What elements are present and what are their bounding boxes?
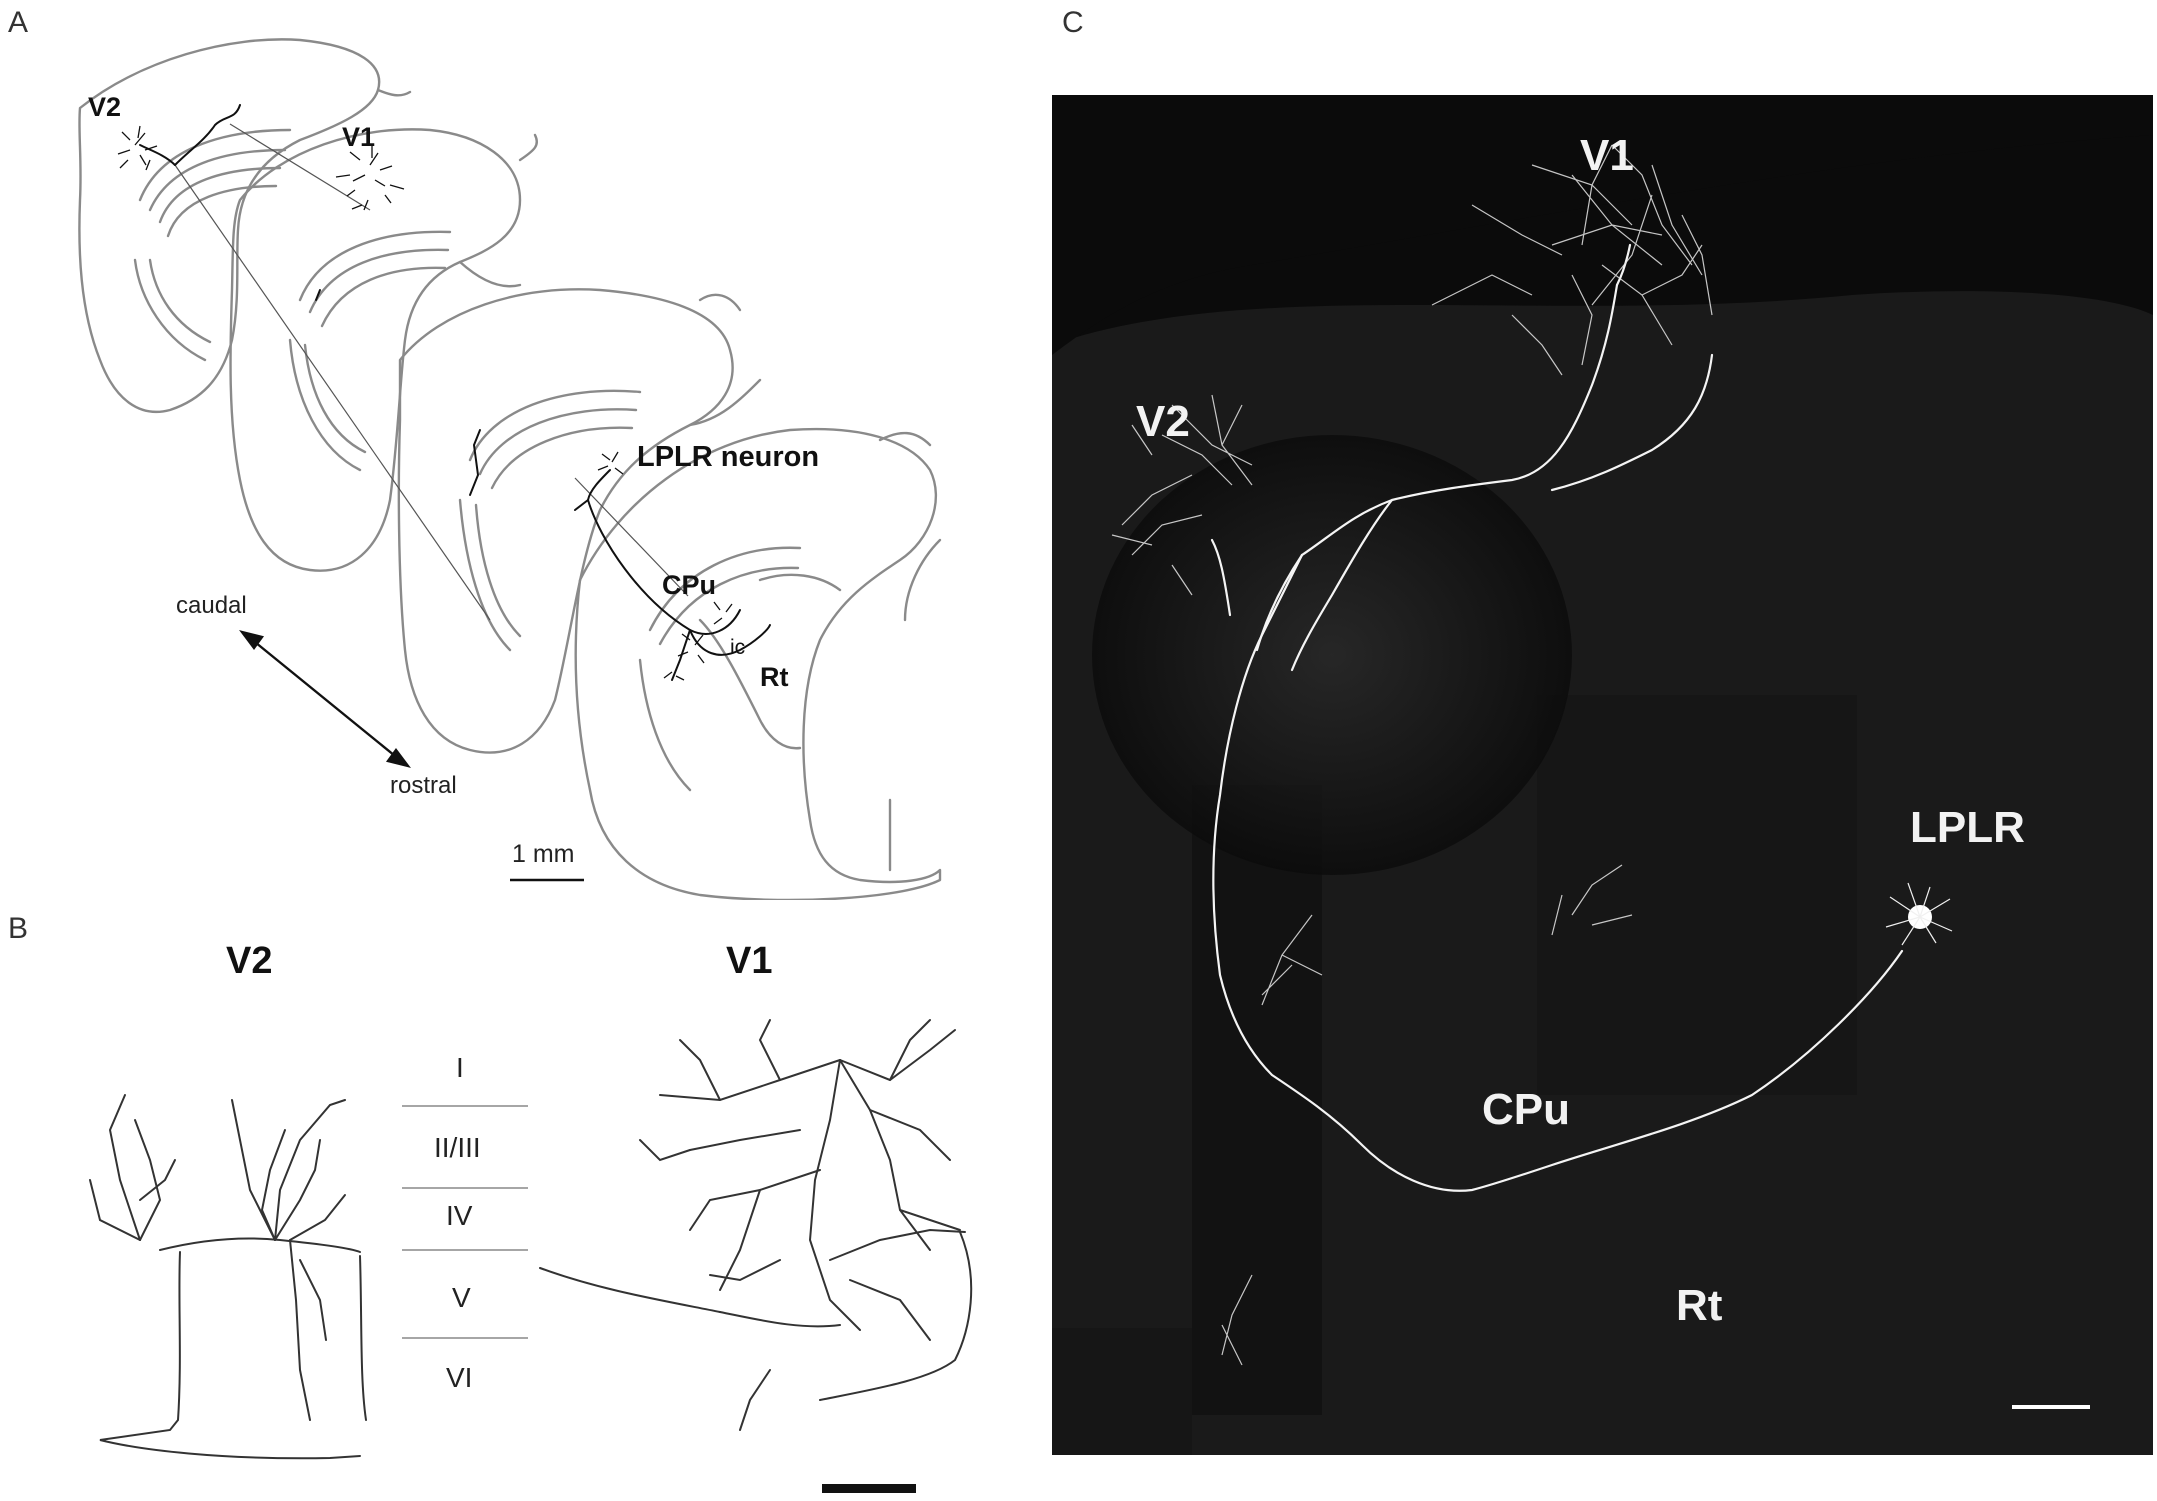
panel-a-label-ic: ic <box>730 636 746 659</box>
panel-c-label-rt: Rt <box>1676 1281 1723 1330</box>
panel-b-title-v2: V2 <box>226 940 273 982</box>
panel-b-scale-bar <box>822 1484 916 1493</box>
panel-c-label-v2: V2 <box>1136 397 1190 446</box>
section-3-outline <box>397 288 734 754</box>
layer-label-3: IV <box>446 1200 473 1231</box>
panel-c-label-v1: V1 <box>1580 131 1634 180</box>
panel-a-label-caudal: caudal <box>176 592 247 619</box>
panel-c-label-lplr: LPLR <box>1910 803 2025 852</box>
panel-a-letter: A <box>8 6 29 39</box>
panel-c-fluorescence <box>1052 95 2153 1455</box>
panel-b-reconstructions <box>89 1019 973 1493</box>
panel-a-label-v1: V1 <box>342 122 376 152</box>
panel-a-label-rt: Rt <box>760 662 789 692</box>
layer-label-5: VI <box>446 1362 473 1393</box>
section-4-outline <box>574 427 942 900</box>
panel-a-label-v2: V2 <box>88 92 122 122</box>
layer-label-2: II/III <box>434 1132 481 1163</box>
panel-a-label-rostral: rostral <box>390 772 457 799</box>
axon-trunk <box>1212 553 1904 1192</box>
layer-label-1: I <box>456 1052 464 1083</box>
layer-label-4: V <box>452 1282 471 1313</box>
panel-a-label-lplr-neuron: LPLR neuron <box>637 441 820 473</box>
panel-c-micrograph: V1 V2 LPLR CPu Rt <box>1052 95 2153 1455</box>
panel-b-letter: B <box>8 912 29 945</box>
panel-a-label-cpu: CPu <box>662 570 716 600</box>
section-1-outline <box>78 38 381 414</box>
panel-b-title-v1: V1 <box>726 940 773 982</box>
panel-c-scale-bar <box>2012 1405 2090 1409</box>
axon-main <box>574 469 611 511</box>
panel-c-label-cpu: CPu <box>1482 1085 1570 1134</box>
panel-a-scale-label: 1 mm <box>512 840 575 868</box>
panel-c-letter: C <box>1062 6 1084 39</box>
panel-a-section-drawing <box>78 38 942 900</box>
